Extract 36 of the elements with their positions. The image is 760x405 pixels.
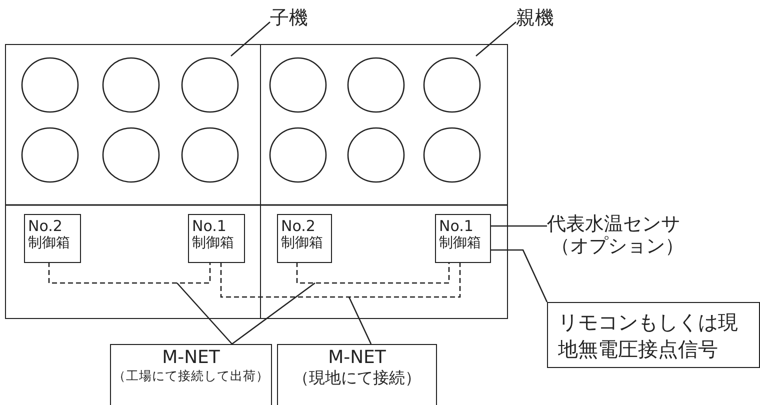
unit-label: 子機 (270, 8, 309, 30)
unit-number: No.2 (281, 218, 316, 236)
network-name: M-NET (161, 348, 221, 369)
note-box (547, 302, 760, 368)
box-label: 制御箱 (192, 235, 235, 252)
unit-number: No.1 (192, 218, 228, 236)
control-box (188, 214, 245, 263)
unit-label: 親機 (516, 8, 555, 30)
signal-wire (48, 262, 211, 284)
network-name: M-NET (327, 348, 387, 369)
sensor-label: 代表水温センサ (547, 214, 681, 236)
box-label: 制御箱 (281, 235, 324, 252)
option-note: （オプション） (550, 236, 685, 258)
unit-number: No.1 (439, 218, 474, 236)
network-box (110, 344, 272, 405)
network-note: （工場にて接続して出荷） (112, 368, 270, 384)
control-box (435, 214, 491, 263)
connector-line (490, 249, 548, 302)
unit-outline (5, 44, 261, 319)
network-box (277, 344, 437, 405)
control-box (277, 214, 332, 263)
unit-number: No.2 (28, 218, 64, 236)
connector-line (490, 225, 547, 227)
network-note: （現地にて接続） (292, 368, 422, 388)
signal-wire (220, 262, 461, 298)
leader-line (476, 22, 516, 56)
leader-line (232, 282, 316, 345)
unit-outline (260, 44, 508, 319)
note-text: リモコンもしくは現地無電圧接点信号 (558, 309, 739, 363)
leader-line (348, 296, 372, 344)
control-box (24, 214, 81, 263)
leader-line (230, 22, 270, 56)
box-label: 制御箱 (439, 235, 482, 252)
leader-line (176, 282, 232, 344)
signal-wire (296, 262, 450, 284)
box-label: 制御箱 (28, 235, 71, 252)
